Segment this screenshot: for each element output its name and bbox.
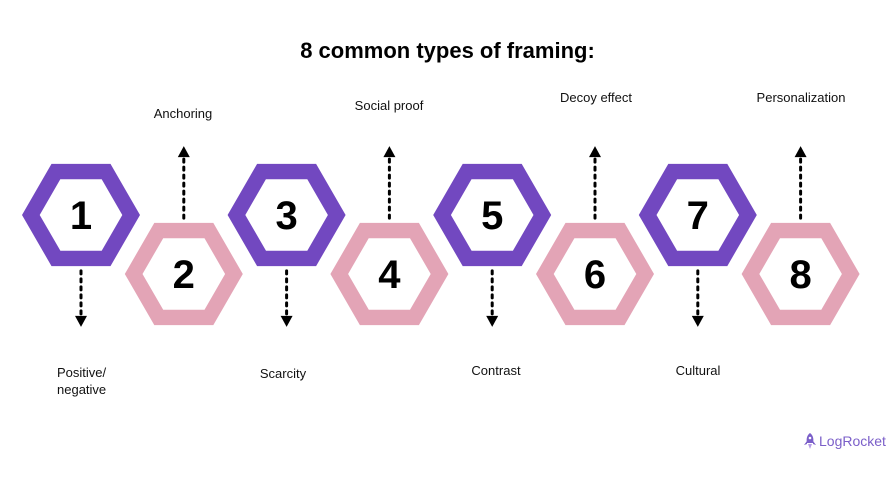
hexagon-step-4: 4: [330, 222, 449, 326]
arrow-down-icon: [691, 315, 704, 327]
brand-name: LogRocket: [819, 433, 886, 449]
step-label-1: Positive/negative: [57, 365, 107, 397]
hexagon-ring: [330, 222, 449, 326]
step-number: 7: [687, 194, 709, 238]
step-label-6: Decoy effect: [559, 90, 633, 105]
diagram-title: 8 common types of framing:: [300, 38, 595, 63]
step-label-4: Social proof: [354, 98, 424, 113]
hexagon-step-8: 8: [741, 222, 860, 326]
hexagon-step-2: 2: [124, 222, 243, 326]
logrocket-logo: LogRocket: [803, 433, 886, 449]
step-number: 2: [173, 253, 195, 297]
hexagon-step-6: 6: [536, 222, 654, 326]
hexagon-ring: [638, 163, 757, 267]
arrow-down-icon: [486, 315, 499, 327]
hexagon-ring: [227, 163, 346, 267]
arrow-up-icon: [383, 146, 396, 158]
step-label-7: Cultural: [675, 363, 721, 378]
step-number: 3: [275, 194, 297, 238]
hexagon-step-5: 5: [433, 163, 552, 267]
hexagon-step-3: 3: [227, 163, 346, 267]
arrow-up-icon: [794, 146, 807, 158]
arrow-down-icon: [280, 315, 293, 327]
hexagon-step-1: 1: [22, 163, 140, 267]
rocket-icon: [804, 433, 816, 449]
step-number: 6: [584, 253, 606, 297]
arrow-down-icon: [75, 315, 87, 327]
hexagon-ring: [741, 222, 860, 326]
hexagon-ring: [433, 163, 552, 267]
step-number: 5: [481, 194, 503, 238]
arrow-up-icon: [589, 146, 601, 158]
hexagon-ring: [124, 222, 243, 326]
hexagon-ring: [536, 222, 654, 326]
step-label-2: Anchoring: [153, 106, 213, 121]
step-number: 1: [70, 194, 92, 238]
step-label-5: Contrast: [471, 363, 521, 378]
step-label-3: Scarcity: [259, 366, 307, 381]
hexagon-step-7: 7: [638, 163, 757, 267]
hexagon-ring: [22, 163, 140, 267]
step-label-8: Personalization: [756, 90, 846, 105]
step-number: 8: [789, 253, 811, 297]
step-number: 4: [378, 253, 401, 297]
arrow-up-icon: [177, 146, 190, 158]
